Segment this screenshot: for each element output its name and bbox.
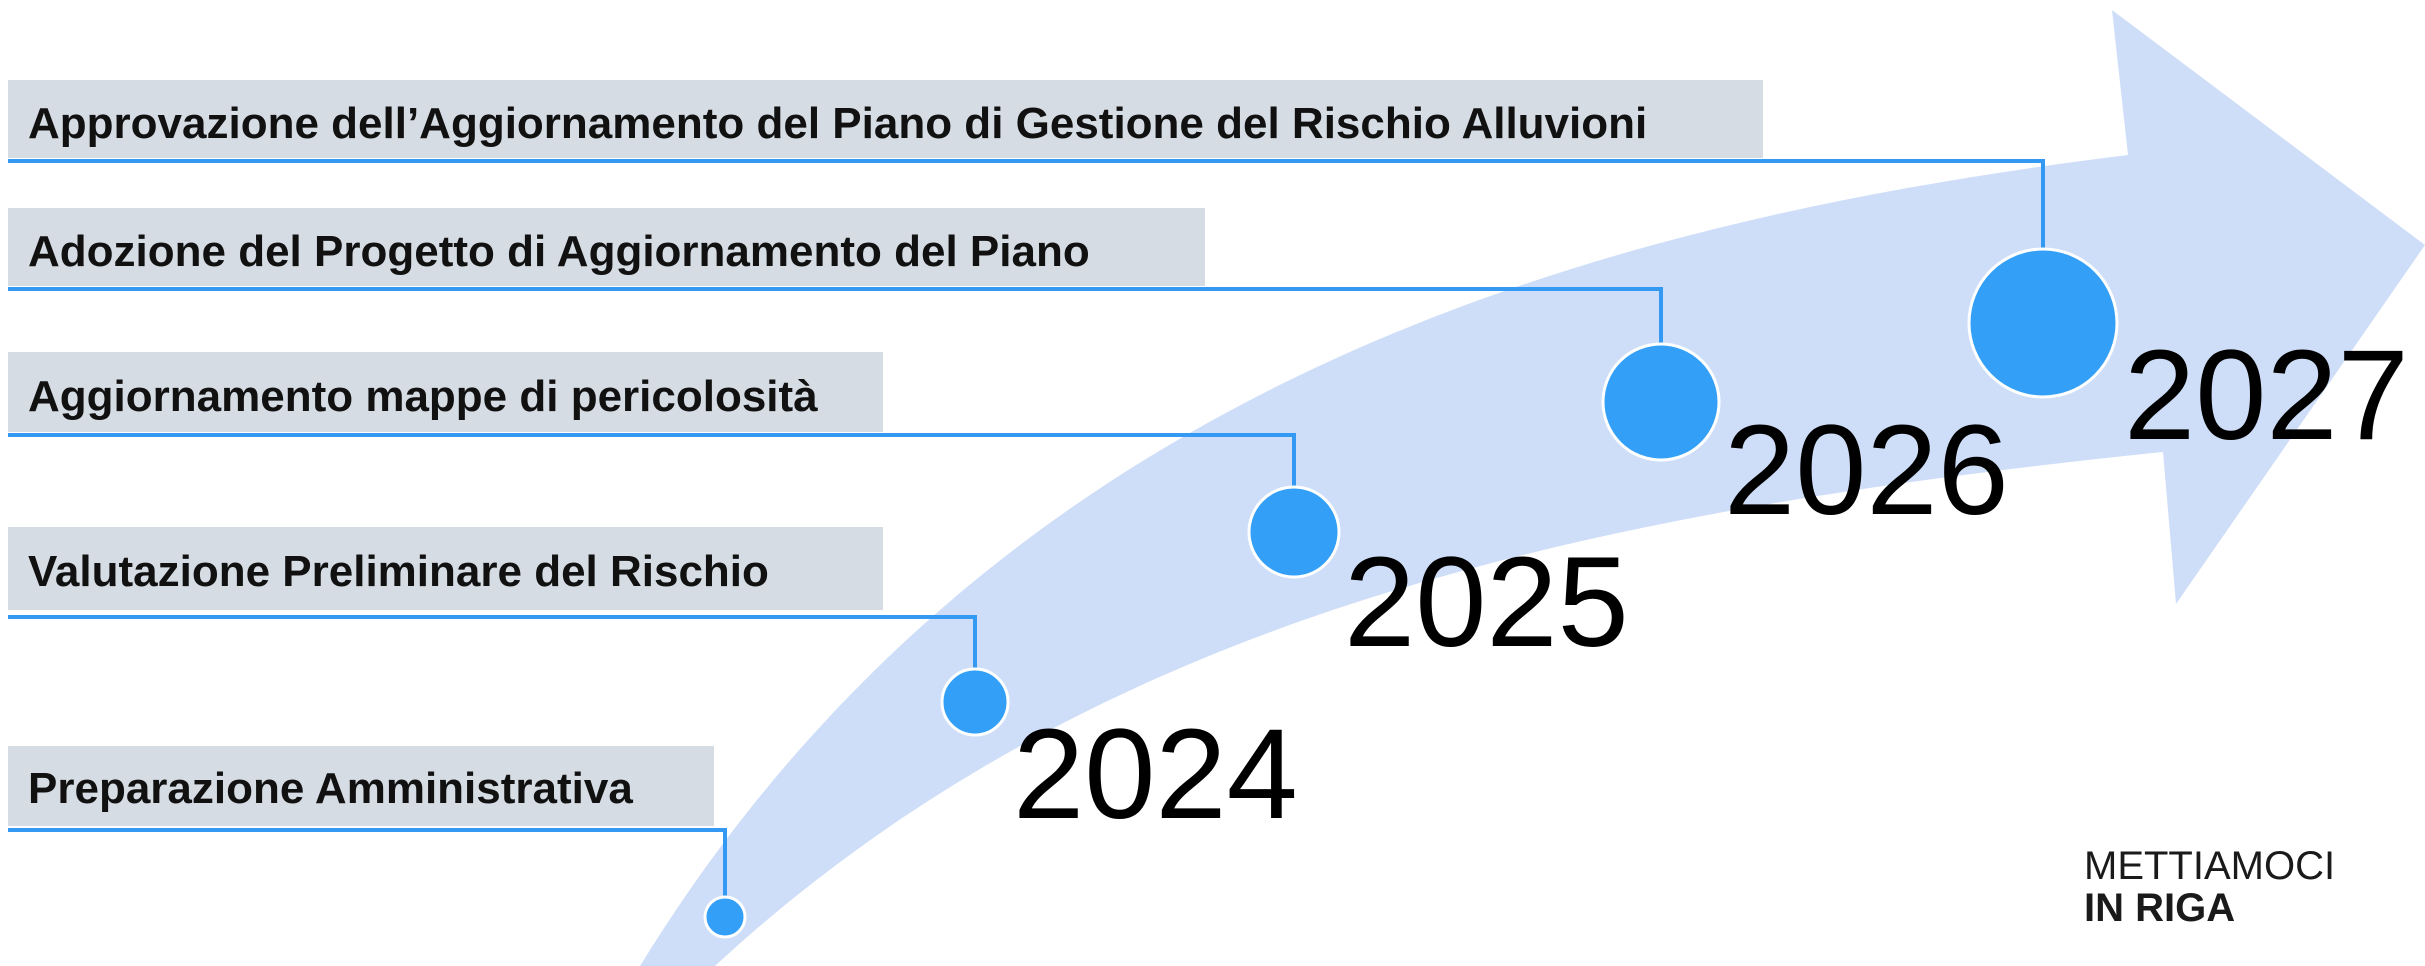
step-connector [8,433,1296,487]
step-connector [8,287,1663,344]
step-label: Valutazione Preliminare del Rischio [28,547,769,596]
timeline-step: Valutazione Preliminare del Rischio 2024 [8,527,1298,846]
progress-arrow [640,10,2425,966]
step-label: Preparazione Amministrativa [28,764,633,813]
step-label-box [8,352,883,432]
milestone-dot [703,895,747,939]
timeline-step: Approvazione dell’Aggiornamento del Pian… [8,80,2409,467]
year-label: 2026 [1724,399,2009,542]
step-connector [8,615,977,669]
year-label: 2024 [1013,703,1298,846]
brand-logo: METTIAMOCI IN RIGA [2084,846,2335,928]
step-connector [8,828,727,897]
brand-name-line2: IN RIGA [2084,886,2236,930]
step-connector [8,159,2045,249]
milestone-dot [1967,247,2119,399]
step-label-box [8,208,1205,286]
step-label-box [8,80,1763,158]
step-label: Approvazione dell’Aggiornamento del Pian… [28,99,1647,148]
step-label: Aggiornamento mappe di pericolosità [28,372,818,421]
milestone-dot [1601,342,1721,462]
milestone-dot [1247,485,1341,579]
timeline-step: Adozione del Progetto di Aggiornamento d… [8,208,2009,542]
year-label: 2027 [2124,324,2409,467]
timeline-step: Aggiornamento mappe di pericolosità 2025 [8,352,1629,674]
step-label-box [8,746,714,826]
timeline-step: Preparazione Amministrativa [8,746,747,939]
year-label: 2025 [1344,531,1629,674]
step-label: Adozione del Progetto di Aggiornamento d… [28,227,1090,276]
brand-name-line1: METTIAMOCI [2084,844,2336,888]
step-label-box [8,527,883,610]
milestone-dot [940,667,1010,737]
